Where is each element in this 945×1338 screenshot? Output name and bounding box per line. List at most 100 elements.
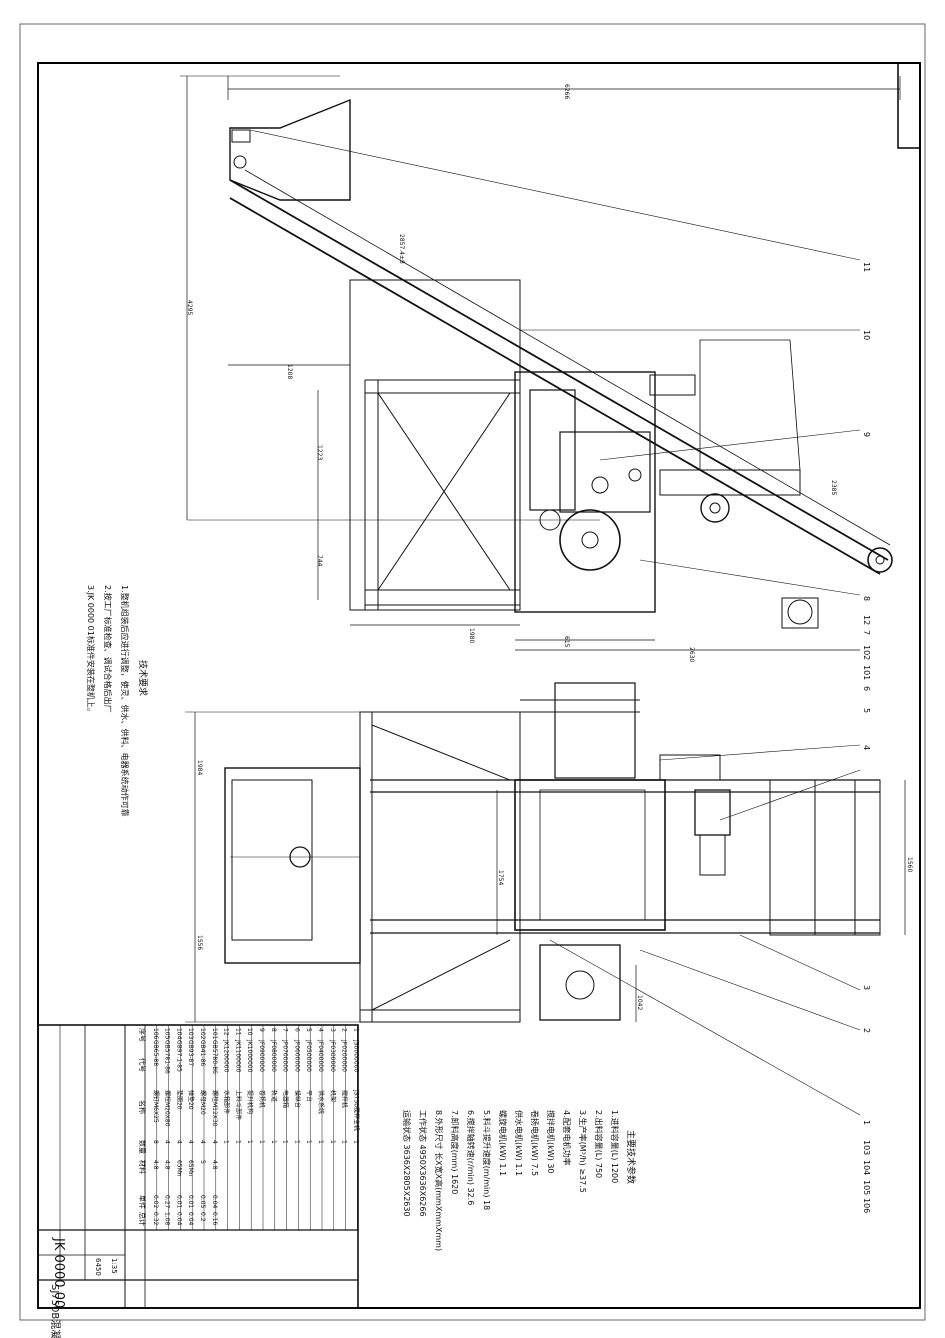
bom-cell-qty: 1 — [258, 1140, 265, 1144]
bom-cell-no: 103 — [187, 1028, 194, 1040]
dimension-value: 1980 — [468, 628, 475, 643]
dimension-value: 615 — [563, 636, 570, 648]
dimension-value: 2630 — [688, 647, 695, 662]
bom-header-code: 代号 — [138, 1058, 147, 1072]
bom-cell-qty: 4 — [199, 1140, 206, 1144]
bom-cell-name: 螺母M20 — [199, 1090, 207, 1115]
part-label: 104 — [862, 1160, 871, 1175]
bom-cell-code: JF0700000 — [282, 1039, 289, 1072]
bom-cell-code: JF0800000 — [270, 1039, 277, 1072]
bom-cell-code: JK1200000 — [223, 1039, 230, 1073]
part-label: 8 — [862, 596, 871, 601]
bom-cell-no: 10 — [246, 1028, 253, 1036]
bom-cell-name: 提升机构 — [246, 1090, 254, 1114]
main-param-item: 工作状态 4950X3636X6266 — [418, 1110, 428, 1217]
bom-cell-material: 65Mn — [175, 1160, 182, 1177]
part-label: 106 — [862, 1198, 871, 1213]
main-param-item: 7.卸料高度(mm) 1620 — [450, 1110, 460, 1194]
bom-cell-name: 操纵台 — [293, 1090, 301, 1108]
bom-cell-code: JF0300000 — [329, 1039, 336, 1072]
dimension-value: 1984 — [196, 760, 203, 775]
bom-cell-qty: 1 — [223, 1140, 230, 1144]
bom-cell-no: 11 — [234, 1028, 241, 1036]
bom-cell-weight-unit: 0.27 — [164, 1195, 171, 1209]
bom-header-weight-total: 总计 — [138, 1212, 147, 1226]
bom-cell-name: 电器箱 — [282, 1090, 290, 1108]
bom-cell-material: 65Mn — [187, 1160, 194, 1177]
main-param-item: 1.进料容量(L) 1200 — [610, 1110, 620, 1183]
bom-cell-name: 上料斗部件 — [234, 1090, 242, 1120]
bom-cell-qty: 1 — [234, 1140, 241, 1144]
bom-header-weight-unit: 单件 — [138, 1195, 147, 1209]
outer-border — [19, 23, 926, 1321]
part-label: 3 — [862, 985, 871, 990]
bom-cell-name: 水箱部件 — [223, 1090, 231, 1114]
title-block — [37, 1024, 359, 1309]
part-label: 5 — [862, 708, 871, 713]
bom-cell-qty: 1 — [270, 1140, 277, 1144]
main-param-item: 供水电机(kW) 1.1 — [514, 1110, 524, 1176]
bom-cell-qty: 1 — [282, 1140, 289, 1144]
bom-cell-qty: 1 — [329, 1140, 336, 1144]
plan-view — [185, 682, 906, 1116]
main-param-item: 螺旋电机(kW) 1.1 — [498, 1110, 508, 1176]
part-label: 11 — [862, 262, 871, 272]
bom-cell-material: 4.8 — [211, 1160, 218, 1170]
bom-cell-weight-total: 0.04 — [187, 1212, 194, 1226]
part-label: 2 — [862, 1028, 871, 1033]
bom-cell-weight-total: 0.2 — [199, 1212, 206, 1222]
bom-cell-no: 8 — [270, 1028, 277, 1032]
dimension-value: 1042 — [636, 995, 643, 1010]
part-label: 6 — [862, 686, 871, 691]
bom-cell-material: 5 — [199, 1160, 206, 1164]
bom-cell-code: GB41-86 — [199, 1040, 206, 1066]
dimension-value: 1208 — [286, 364, 293, 379]
weight-scale-box — [38, 1230, 125, 1280]
dimension-value: 744 — [316, 555, 323, 567]
bom-cell-no: 105 — [164, 1028, 171, 1040]
part-label: 12 — [862, 615, 871, 625]
bom-cell-no: 101 — [211, 1028, 218, 1040]
bom-cell-no: 4 — [317, 1028, 324, 1032]
bom-cell-name: JS750搅拌主机 — [352, 1089, 360, 1131]
bom-cell-code: GB93-87 — [187, 1040, 194, 1066]
bom-cell-name: 供水系统 — [317, 1090, 325, 1114]
bom-cell-code: GB65-88 — [152, 1040, 159, 1066]
bom-cell-weight-total: 0.16 — [211, 1212, 218, 1226]
bom-cell-code: JF0400000 — [317, 1039, 324, 1072]
bom-cell-no: 1 — [352, 1028, 359, 1032]
bom-cell-qty: 8 — [152, 1140, 159, 1144]
part-label: 9 — [862, 432, 871, 437]
bom-cell-name: 卷扬机 — [258, 1090, 266, 1108]
tech-requirements-title: 技术要求 — [137, 660, 149, 696]
bom-cell-code: JF0900000 — [258, 1039, 265, 1072]
main-param-item: 搅拌电机(kW) 30 — [546, 1110, 556, 1174]
main-param-item: 8.外形尺寸 长X宽X高(mmXmmXmm) — [434, 1110, 444, 1251]
main-param-item: 卷扬电机(kW) 7.5 — [530, 1110, 540, 1176]
bom-cell-no: 104 — [175, 1028, 182, 1040]
dimension-value: 1556 — [196, 935, 203, 950]
dimension-value: 1560 — [906, 857, 913, 872]
part-label: 103 — [862, 1140, 871, 1155]
bom-cell-weight-unit: 0.01 — [187, 1195, 194, 1209]
bom-cell-qty: 1 — [341, 1140, 348, 1144]
bom-cell-code: JS0000000 — [352, 1039, 359, 1072]
bom-cell-name: 平台 — [305, 1090, 313, 1102]
tech-requirement-item: 1.整机组装后应进行调整，使灵、供水、供料、电器系统动作可靠 — [120, 585, 130, 817]
bom-header-material: 材料 — [138, 1160, 147, 1174]
bom-cell-weight-unit: 0.05 — [199, 1195, 206, 1209]
part-label: 7 — [862, 630, 871, 635]
bom-header-name: 名称 — [138, 1100, 147, 1114]
bom-cell-code: JF0600000 — [293, 1039, 300, 1072]
bom-cell-code: GB97.1-85 — [175, 1040, 182, 1072]
part-label: 101 — [862, 665, 871, 680]
bom-cell-no: 12 — [223, 1028, 230, 1036]
bom-cell-weight-total: 1.08 — [164, 1212, 171, 1226]
bom-cell-qty: 4 — [175, 1140, 182, 1144]
drawing-title: SJ750B混凝土搅拌站 — [49, 1284, 62, 1338]
bom-cell-code: JK1100000 — [234, 1039, 241, 1073]
tech-requirement-item: 3.JK 0000 01标准件安装在整机上。 — [86, 585, 96, 716]
bom-cell-qty: 4 — [187, 1140, 194, 1144]
